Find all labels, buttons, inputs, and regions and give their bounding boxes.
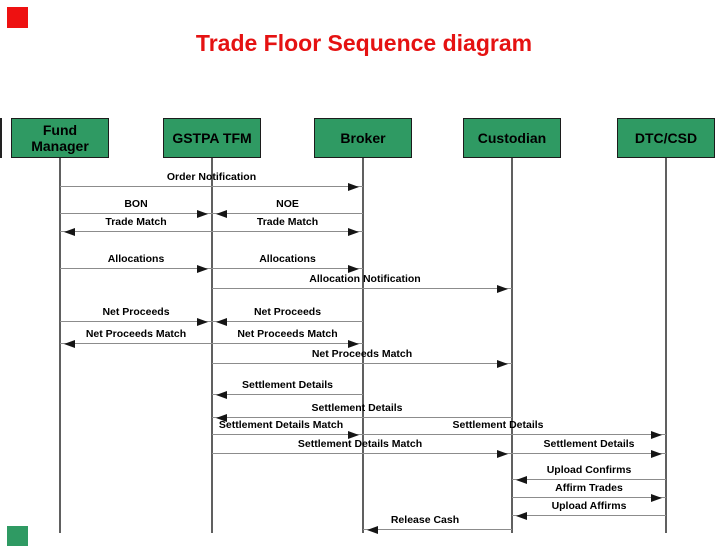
message-line <box>363 434 666 435</box>
message-label: Settlement Details <box>543 438 635 450</box>
arrowhead-icon <box>348 228 359 236</box>
message-label: Allocation Notification <box>309 273 421 285</box>
message-label: Settlement Details <box>452 419 544 431</box>
message-line <box>212 268 363 269</box>
arrowhead-icon <box>348 265 359 273</box>
message-label: Upload Confirms <box>546 464 632 476</box>
actor-gstpa-tfm: GSTPA TFM <box>163 118 261 158</box>
message-label: Settlement Details <box>311 402 403 414</box>
lifeline-gstpa-tfm <box>211 158 213 533</box>
message-label: Settlement Details Match <box>218 419 344 431</box>
message-line <box>212 394 363 395</box>
message-line <box>212 453 512 454</box>
message-line <box>212 213 363 214</box>
message-line <box>60 231 212 232</box>
arrowhead-icon <box>651 494 662 502</box>
message-line <box>212 343 363 344</box>
message-line <box>212 321 363 322</box>
message-label: Affirm Trades <box>555 482 623 494</box>
message-line <box>60 321 212 322</box>
arrowhead-icon <box>197 318 208 326</box>
message-label: Allocations <box>107 253 165 265</box>
arrowhead-icon <box>651 450 662 458</box>
message-line <box>212 363 512 364</box>
arrowhead-icon <box>64 228 75 236</box>
arrowhead-icon <box>348 183 359 191</box>
page-title: Trade Floor Sequence diagram <box>195 30 533 56</box>
message-line <box>512 479 666 480</box>
message-label: Settlement Details Match <box>297 438 423 450</box>
message-label: Settlement Details <box>241 379 334 391</box>
arrowhead-icon <box>64 340 75 348</box>
arrowhead-icon <box>516 476 527 484</box>
arrowhead-icon <box>497 450 508 458</box>
message-line <box>212 434 363 435</box>
arrowhead-icon <box>367 526 378 534</box>
message-line <box>212 288 512 289</box>
message-line <box>212 417 512 418</box>
message-line <box>512 453 666 454</box>
message-line <box>60 213 212 214</box>
actor-broker: Broker <box>314 118 412 158</box>
message-label: Trade Match <box>105 216 167 228</box>
message-label: Release Cash <box>390 514 460 526</box>
lifeline-custodian <box>511 158 513 533</box>
message-label: Net Proceeds <box>253 306 322 318</box>
arrowhead-icon <box>197 265 208 273</box>
decoration-red-square <box>7 7 28 28</box>
arrowhead-icon <box>216 210 227 218</box>
actor-custodian: Custodian <box>463 118 561 158</box>
message-label: NOE <box>276 198 299 210</box>
arrowhead-icon <box>348 340 359 348</box>
arrowhead-icon <box>348 431 359 439</box>
message-line <box>60 186 363 187</box>
arrowhead-icon <box>516 512 527 520</box>
lifeline-dtc-csd <box>665 158 667 533</box>
message-line <box>363 529 512 530</box>
arrowhead-icon <box>216 414 227 422</box>
message-line <box>212 231 363 232</box>
message-label: Trade Match <box>256 216 319 228</box>
message-label: Net Proceeds Match <box>311 348 413 360</box>
lifeline-broker <box>362 158 364 533</box>
actor-fund-manager: Fund Manager <box>11 118 109 158</box>
message-label: Order Notification <box>166 171 257 183</box>
arrowhead-icon <box>651 431 662 439</box>
message-label: BON <box>124 198 148 210</box>
message-line <box>512 515 666 516</box>
clipped-shape-edge <box>0 118 2 158</box>
message-label: Net Proceeds Match <box>237 328 338 340</box>
arrowhead-icon <box>497 285 508 293</box>
actor-dtc-csd: DTC/CSD <box>617 118 715 158</box>
arrowhead-icon <box>216 391 227 399</box>
message-label: Net Proceeds Match <box>85 328 187 340</box>
lifeline-fund-manager <box>59 158 61 533</box>
decoration-green-square <box>7 526 28 546</box>
message-line <box>60 268 212 269</box>
arrowhead-icon <box>197 210 208 218</box>
message-line <box>512 497 666 498</box>
message-line <box>60 343 212 344</box>
message-label: Allocations <box>259 253 316 265</box>
message-label: Upload Affirms <box>551 500 627 512</box>
arrowhead-icon <box>216 318 227 326</box>
arrowhead-icon <box>497 360 508 368</box>
message-label: Net Proceeds <box>102 306 170 318</box>
